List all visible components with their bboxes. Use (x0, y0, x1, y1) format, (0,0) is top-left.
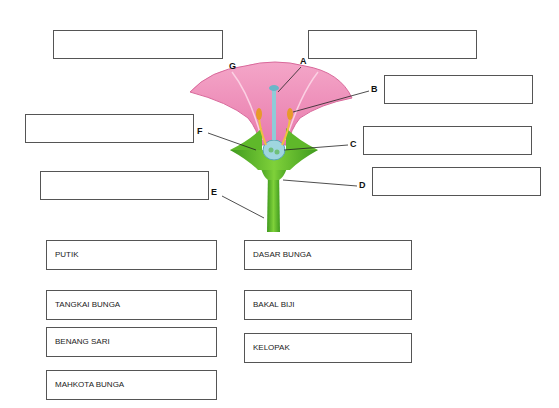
ovary (263, 140, 285, 160)
word-box: BAKAL BIJI (244, 290, 412, 320)
word-box: BENANG SARI (46, 327, 217, 357)
callout-letter: E (211, 187, 217, 197)
answer-boxes (26, 31, 541, 200)
callout-letter: B (371, 84, 378, 94)
callout-letter: A (300, 56, 307, 66)
leader-lines (208, 67, 369, 218)
petal-line (232, 72, 318, 140)
ovule (275, 150, 280, 155)
anther (256, 108, 262, 120)
answer-word: TANGKAI BUNGA (47, 291, 216, 319)
flower (190, 62, 352, 232)
word-box: TANGKAI BUNGA (46, 290, 217, 320)
callout-letter: G (229, 61, 236, 71)
answer-word: BENANG SARI (47, 328, 216, 356)
word-box: PUTIK (46, 240, 217, 270)
word-box: DASAR BUNGA (244, 240, 412, 270)
callout-letter: F (197, 126, 203, 136)
answer-word: PUTIK (47, 241, 216, 269)
stigma (269, 85, 279, 91)
answer-word: KELOPAK (245, 334, 411, 362)
word-box: KELOPAK (244, 333, 412, 363)
style (272, 90, 276, 140)
answer-word: BAKAL BIJI (245, 291, 411, 319)
callout-letter: C (350, 139, 357, 149)
corolla (190, 62, 352, 145)
callout-letter: D (359, 180, 366, 190)
filament (259, 118, 290, 145)
answer-word: MAHKOTA BUNGA (47, 371, 216, 399)
word-box: MAHKOTA BUNGA (46, 370, 217, 400)
anther (287, 108, 293, 120)
answer-word: DASAR BUNGA (245, 241, 411, 269)
ovule (269, 148, 274, 153)
